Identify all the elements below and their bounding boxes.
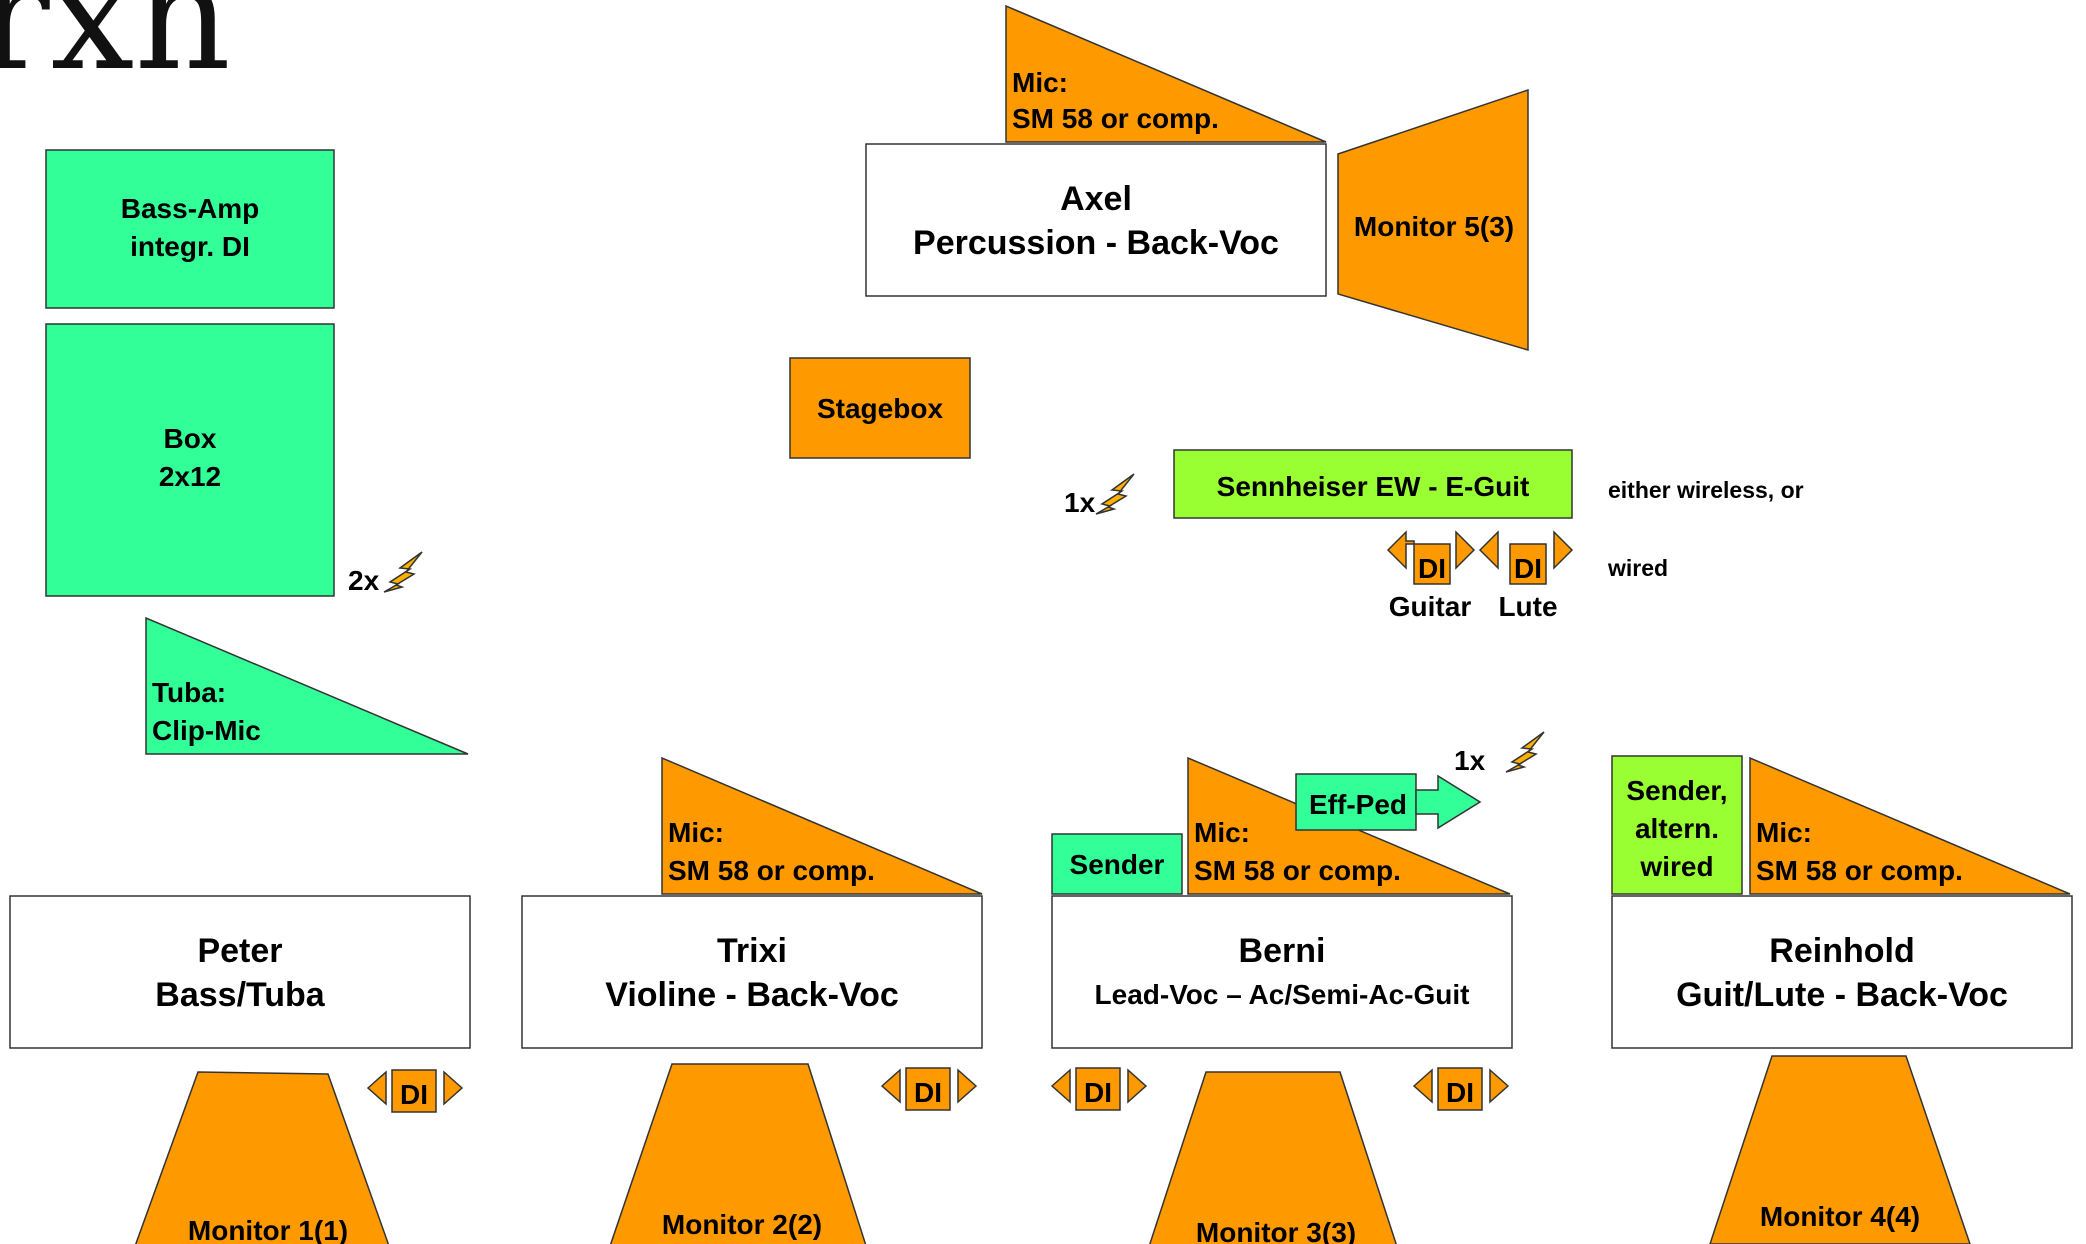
berni-sender: Sender [1051,833,1183,895]
power-bolt-icon [383,551,423,593]
monitor-5-label: Monitor 5(3) [1354,211,1514,242]
monitor-3: Monitor 3(3) [1149,1071,1397,1244]
di-peter-label: DI [400,1079,428,1110]
reinhold-sender-label-1: Sender, [1626,775,1727,806]
sennheiser-ew: Sennheiser EW - E-Guit [1173,449,1573,519]
reinhold-sender-label-2: altern. [1635,813,1719,844]
bass-box-label-2: 2x12 [159,461,221,492]
berni-name: Berni [1239,932,1326,970]
di-trixi-label: DI [914,1077,942,1108]
monitor-1-label: Monitor 1(1) [188,1215,348,1244]
berni-mic-label-2: SM 58 or comp. [1194,855,1401,886]
guitar-label: Guitar [1389,591,1472,622]
monitor-1: Monitor 1(1) [134,1071,390,1244]
di-berni-left-label: DI [1084,1077,1112,1108]
axel-position: Axel Percussion - Back-Voc [865,143,1327,297]
di-lute-label: DI [1514,553,1542,584]
power-1x-sennheiser: 1x [1064,473,1135,518]
power-1x-berni: 1x [1454,731,1545,776]
tuba-label-1: Tuba: [152,677,226,708]
band-logo: rxn [0,0,231,104]
reinhold-name: Reinhold [1769,932,1914,970]
stagebox: Stagebox [789,357,971,459]
di-lute: DI Lute [1478,530,1574,622]
axel-mic-label-2: SM 58 or comp. [1012,103,1219,134]
power-1x-label: 1x [1454,745,1486,776]
monitor-4-label: Monitor 4(4) [1760,1201,1920,1232]
sennheiser-label: Sennheiser EW - E-Guit [1217,471,1530,502]
axel-name: Axel [1060,180,1132,218]
peter-role: Bass/Tuba [155,976,326,1014]
effect-pedal-label: Eff-Ped [1309,789,1407,820]
berni-sender-label: Sender [1070,849,1165,880]
bass-amp: Bass-Amp integr. DI [45,149,335,309]
axel-role: Percussion - Back-Voc [913,224,1279,262]
reinhold-mic: Mic: SM 58 or comp. [1749,756,2071,895]
di-trixi: DI [880,1067,978,1111]
monitor-5: Monitor 5(3) [1337,88,1529,352]
monitor-3-label: Monitor 3(3) [1196,1217,1356,1244]
reinhold-sender-label-3: wired [1639,851,1713,882]
di-berni-right: DI [1412,1067,1510,1111]
di-peter: DI [366,1069,464,1113]
note-wireless: either wireless, or [1608,477,1804,503]
bass-amp-label-2: integr. DI [130,231,250,262]
peter-position: Peter Bass/Tuba [9,895,471,1049]
di-berni-right-label: DI [1446,1077,1474,1108]
power-2x: 2x [348,551,423,596]
berni-position: Berni Lead-Voc – Ac/Semi-Ac-Guit [1051,895,1513,1049]
band-logo-text: rxn [0,0,231,104]
di-guitar-label: DI [1418,553,1446,584]
stagebox-label: Stagebox [817,393,943,424]
reinhold-mic-label-2: SM 58 or comp. [1756,855,1963,886]
power-2x-label: 2x [348,565,380,596]
reinhold-position: Reinhold Guit/Lute - Back-Voc [1611,895,2073,1049]
power-bolt-icon [1095,473,1135,515]
berni-role: Lead-Voc – Ac/Semi-Ac-Guit [1095,979,1470,1010]
effect-pedal: Eff-Ped [1295,773,1482,831]
axel-mic-label-1: Mic: [1012,67,1068,98]
trixi-mic: Mic: SM 58 or comp. [661,756,983,895]
reinhold-sender: Sender, altern. wired [1611,755,1743,895]
trixi-position: Trixi Violine - Back-Voc [521,895,983,1049]
power-1x-label: 1x [1064,487,1096,518]
trixi-mic-label-2: SM 58 or comp. [668,855,875,886]
bass-amp-label-1: Bass-Amp [121,193,259,224]
peter-name: Peter [197,932,282,970]
lute-label: Lute [1498,591,1557,622]
monitor-2: Monitor 2(2) [609,1063,867,1244]
monitor-2-label: Monitor 2(2) [662,1209,822,1240]
trixi-name: Trixi [717,932,787,970]
monitor-4: Monitor 4(4) [1709,1055,1971,1244]
bass-box-label-1: Box [164,423,217,454]
power-bolt-icon [1505,731,1545,773]
axel-mic: Mic: SM 58 or comp. [1005,4,1327,143]
trixi-mic-label-1: Mic: [668,817,724,848]
trixi-role: Violine - Back-Voc [605,976,899,1014]
bass-box: Box 2x12 [45,323,335,597]
di-berni-left: DI [1050,1067,1148,1111]
di-guitar: DI Guitar [1386,530,1476,622]
reinhold-mic-label-1: Mic: [1756,817,1812,848]
tuba-clip-mic: Tuba: Clip-Mic [145,616,469,755]
note-wired: wired [1607,555,1668,581]
reinhold-role: Guit/Lute - Back-Voc [1676,976,2008,1014]
berni-mic-label-1: Mic: [1194,817,1250,848]
tuba-label-2: Clip-Mic [152,715,261,746]
